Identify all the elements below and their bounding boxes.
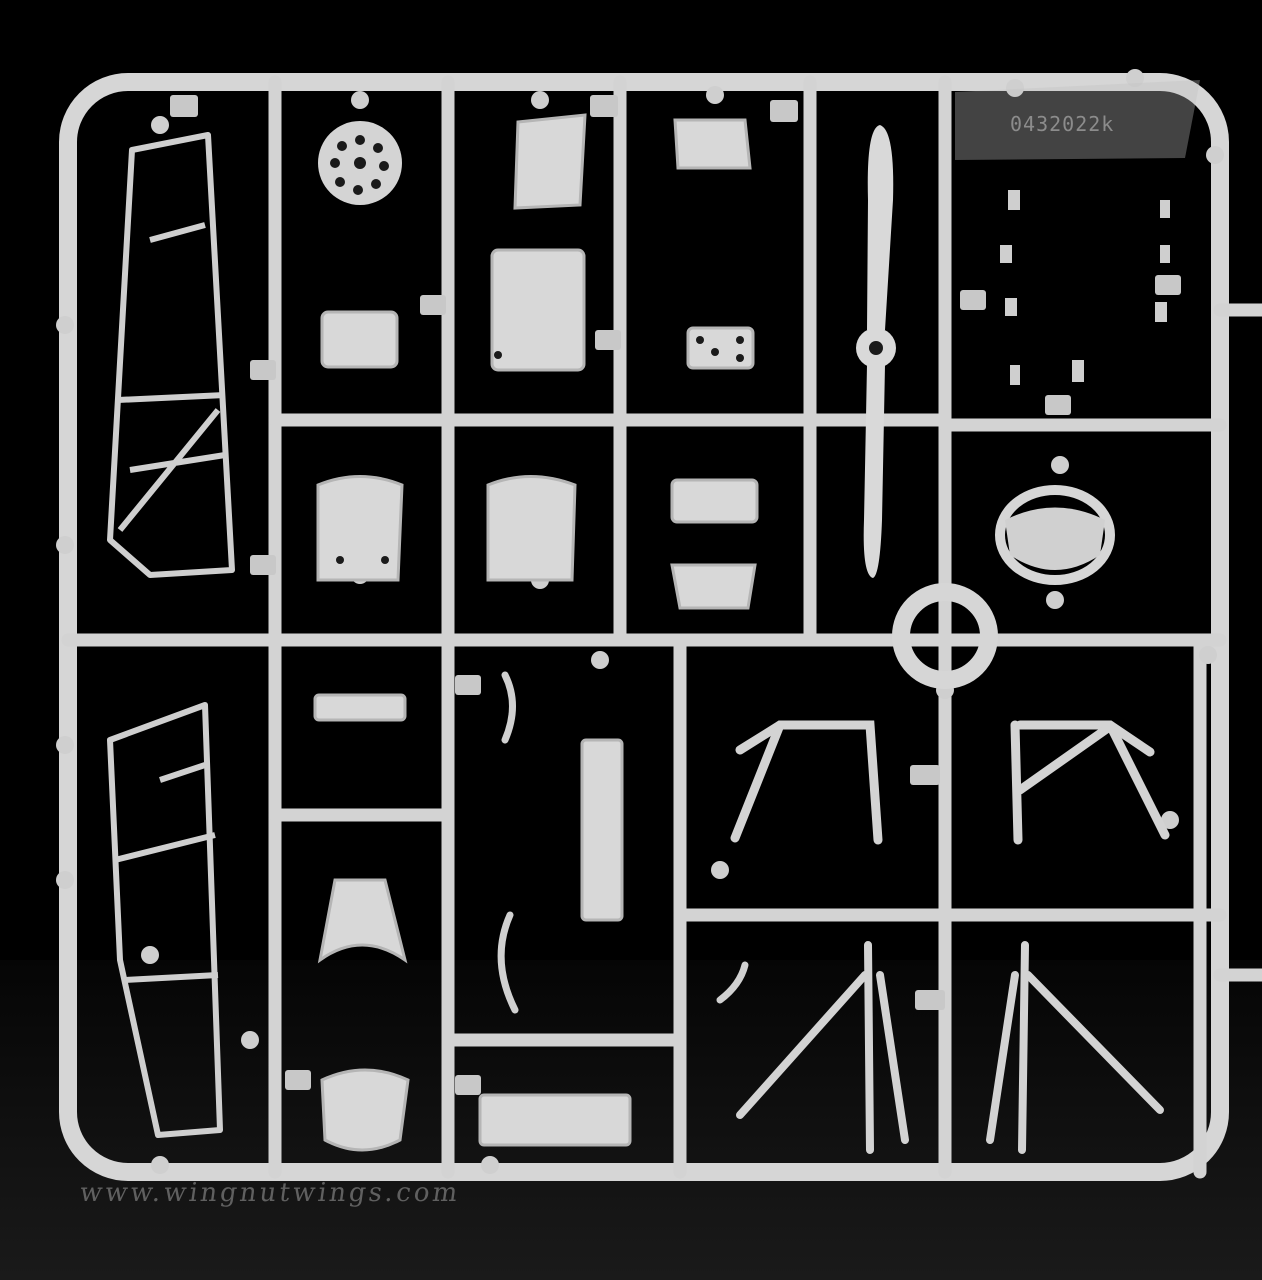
sprue-frame — [59, 73, 1229, 1181]
engine-disc-part — [318, 121, 402, 205]
sprue-tabs — [170, 95, 1181, 1095]
cowling-ring-part — [892, 583, 998, 689]
sprue-part-code: 0432022k — [1010, 112, 1115, 136]
manufacturer-tag — [955, 80, 1200, 160]
website-watermark: www.wingnutwings.com — [77, 1178, 463, 1208]
sprue-runners — [61, 75, 1262, 1179]
cockpit-coaming-part — [995, 485, 1115, 585]
small-fittings — [1000, 190, 1170, 385]
curved-small-parts — [497, 671, 749, 1014]
sprue-panel-parts — [313, 113, 759, 1152]
panel-holes — [336, 336, 744, 564]
fuselage-frame-lower — [107, 702, 223, 1138]
undercarriage-struts-parts — [736, 941, 1164, 1154]
fuselage-frame-upper — [107, 132, 235, 578]
cabane-struts-parts — [730, 720, 1170, 845]
propeller-part — [856, 125, 896, 578]
